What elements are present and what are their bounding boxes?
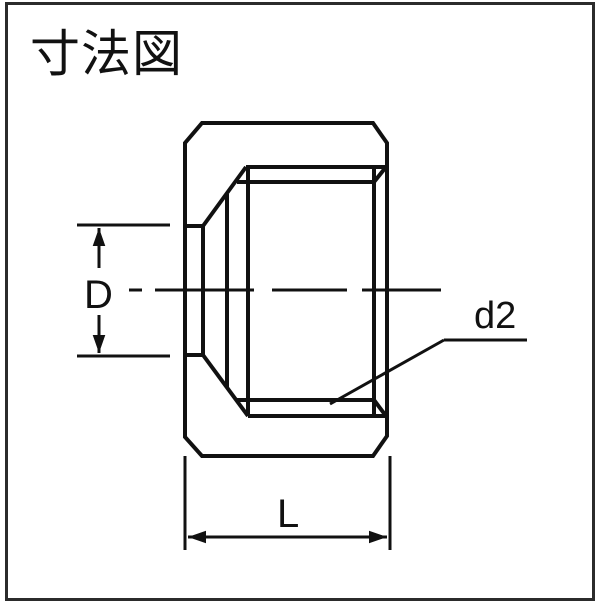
leader-d2	[329, 338, 527, 406]
drawing-frame	[5, 2, 595, 601]
fitting-body-outline	[183, 121, 389, 458]
dimension-label-d2: d2	[474, 295, 516, 337]
drawing-title: 寸法図	[30, 25, 183, 83]
dimension-L	[183, 456, 392, 550]
dimension-D	[77, 223, 170, 358]
dimension-label-L: L	[277, 492, 299, 536]
dimension-label-D: D	[84, 273, 113, 317]
